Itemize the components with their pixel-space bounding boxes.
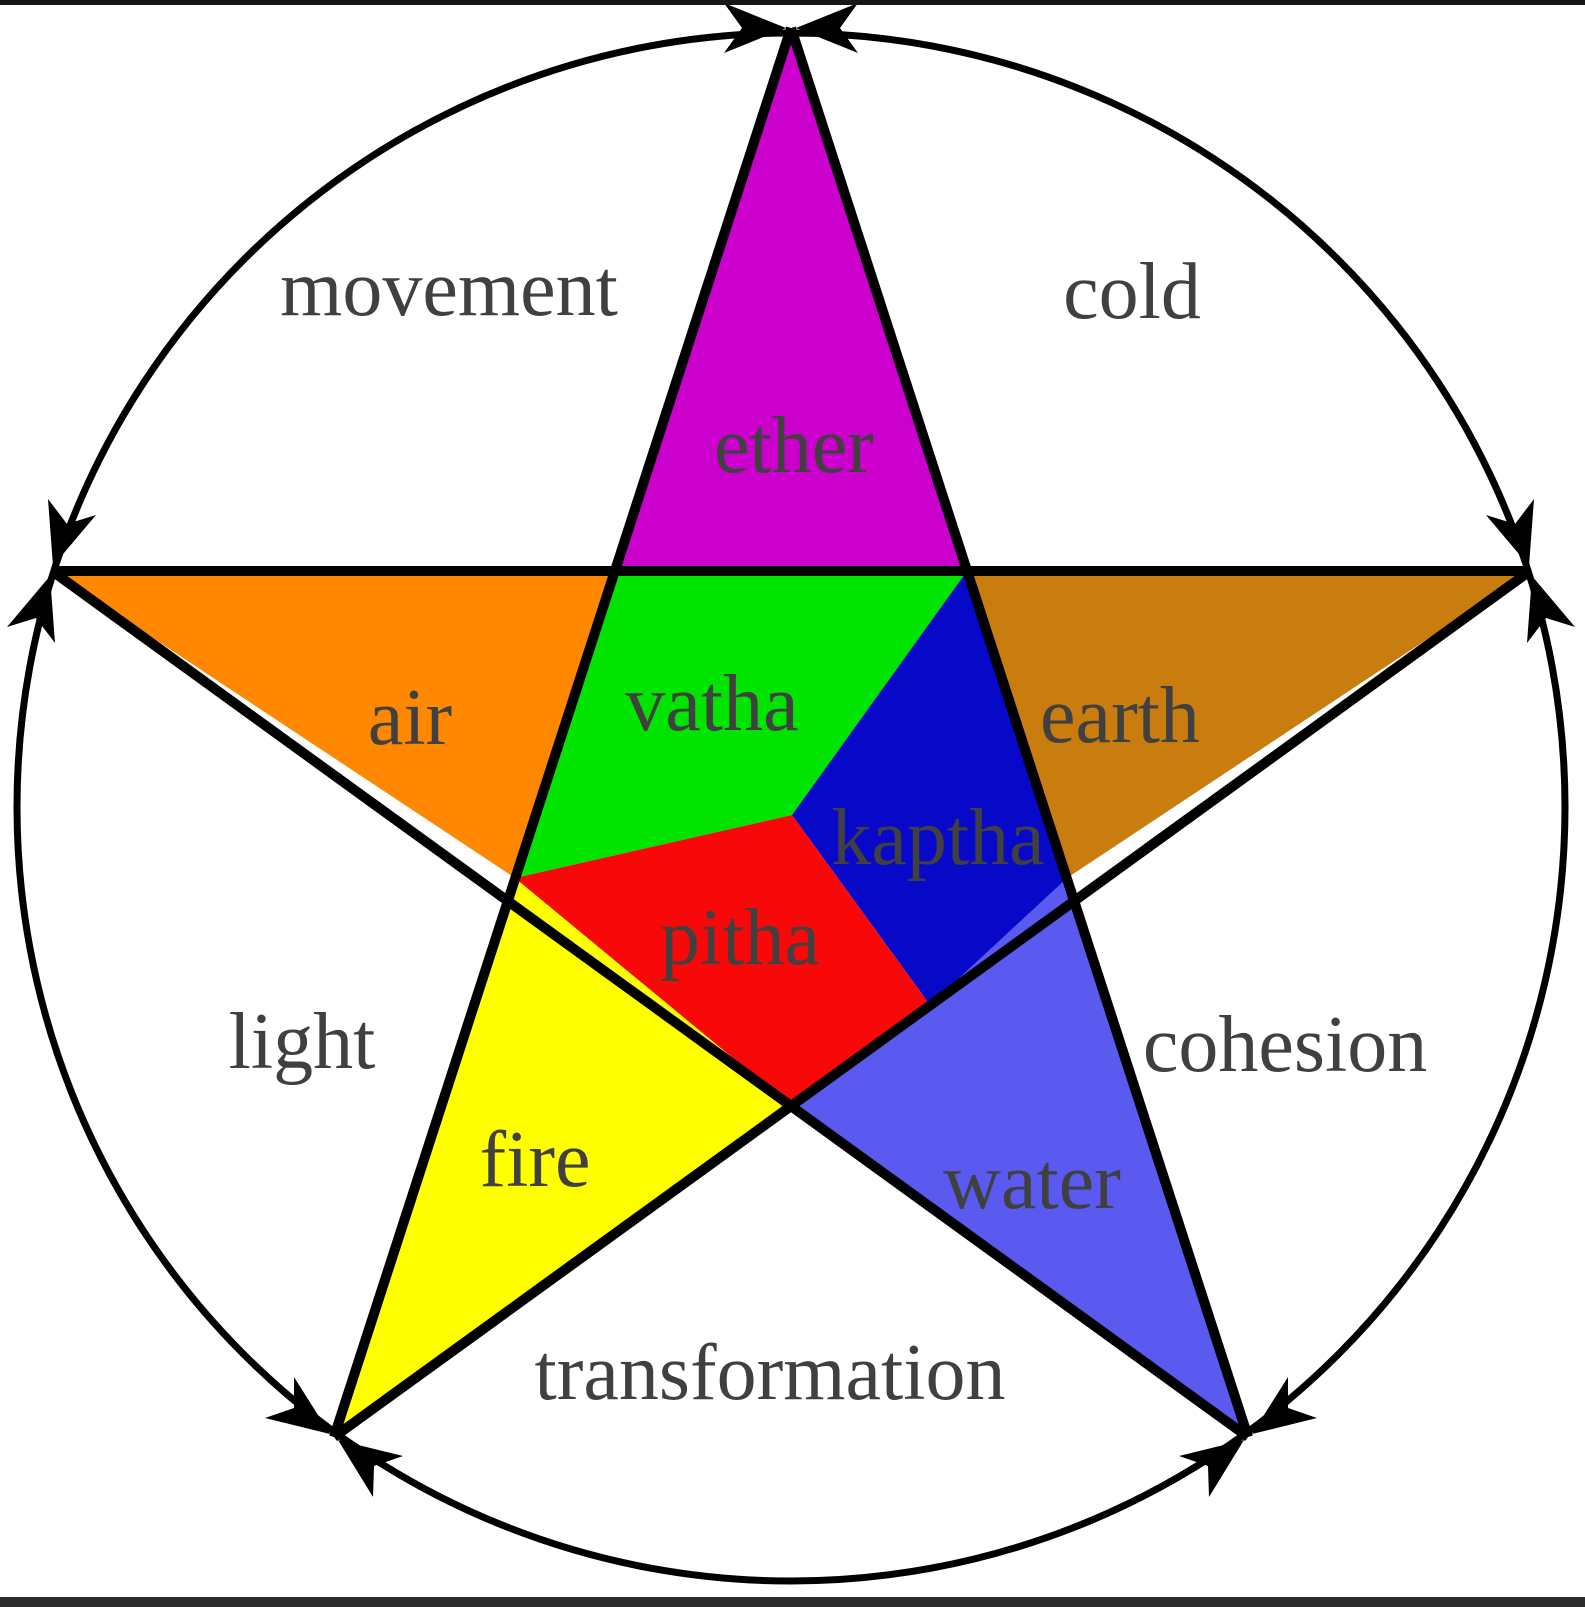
chord-top-bottomright [786,26,1253,1439]
arrowhead-icon [48,499,96,566]
cohesion-label: cohesion [1143,1001,1427,1089]
arrowhead-icon [265,1377,330,1434]
earth-region [967,571,1530,878]
ether-region [615,28,967,571]
movement-label: movement [280,245,618,333]
transformation-label: transformation [535,1329,1006,1417]
fire-label: fire [479,1116,590,1204]
arrowhead-icon [1179,1440,1244,1497]
arrowhead-icon [338,1440,403,1497]
pentagram-lines [49,26,1533,1442]
chord-right-bottomleft [331,566,1533,1442]
vatha-region [515,571,967,878]
earth-label: earth [1040,672,1200,760]
chord-top-bottomleft [329,26,796,1439]
arrowhead-icon [724,3,786,53]
arrowhead-icon [1252,1377,1317,1434]
letterbox-top-bar [0,0,1585,5]
arrowhead-icon [7,576,55,643]
water-label: water [943,1138,1121,1226]
ether-label: ether [714,402,874,490]
pitha-region [515,815,930,1106]
chord-left-bottomright [49,566,1251,1442]
vatha-label: vatha [625,660,798,748]
air-label: air [368,674,452,762]
circle-outline [13,29,1569,1585]
cold-label: cold [1063,248,1201,336]
letterbox-bottom-bar [0,1597,1585,1607]
pitha-label: pitha [660,894,820,982]
arrowhead-icon [1527,576,1575,643]
arrowheads [7,3,1575,1497]
air-region [52,571,615,878]
light-label: light [229,998,376,1086]
labels: movement cold ether air vatha earth kapt… [229,245,1428,1417]
arrowhead-icon [796,3,858,53]
kaptha-label: kaptha [831,794,1044,882]
arrowhead-icon [1486,499,1534,566]
